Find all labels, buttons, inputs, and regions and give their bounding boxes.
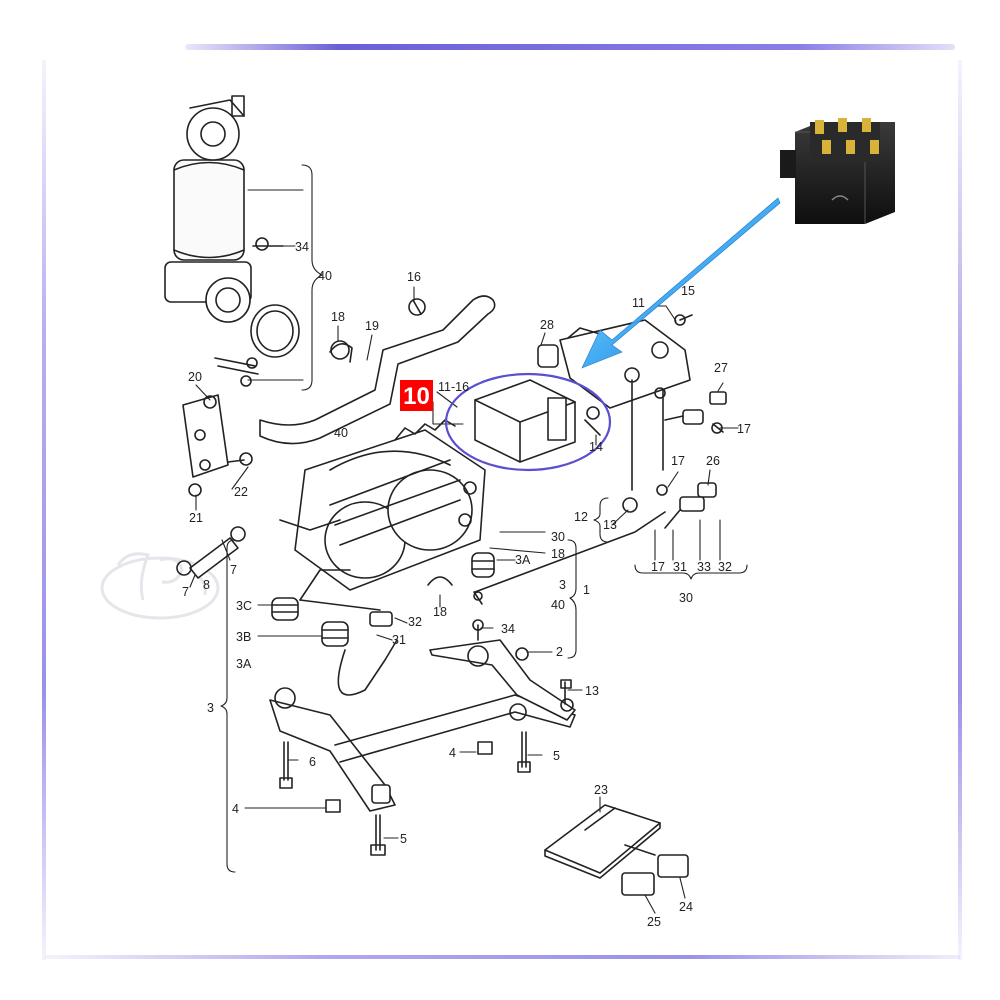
callout-18-b: 18 (551, 547, 565, 561)
callout-30: 30 (551, 530, 565, 544)
callout-17: 17 (737, 422, 751, 436)
callout-32-b: 32 (408, 615, 422, 629)
callout-labels: 34 40 16 18 19 28 11 15 20 11-16 40 14 2… (182, 240, 751, 929)
callout-31-b: 31 (392, 633, 406, 647)
callout-26: 26 (706, 454, 720, 468)
callout-15: 15 (681, 284, 695, 298)
highlight-circle (444, 372, 612, 472)
bolts (279, 619, 572, 856)
callout-28: 28 (540, 318, 554, 332)
control-unit (544, 804, 689, 896)
callout-30-b: 30 (679, 591, 693, 605)
callout-19: 19 (365, 319, 379, 333)
callout-27: 27 (714, 361, 728, 375)
callout-20: 20 (188, 370, 202, 384)
callout-11-16: 11-16 (438, 380, 469, 394)
frame-right-border (958, 60, 962, 960)
callout-40: 40 (318, 269, 332, 283)
callout-5: 5 (553, 749, 560, 763)
callout-1: 1 (583, 583, 590, 597)
callout-21: 21 (189, 511, 203, 525)
callout-3A: 3A (515, 553, 531, 567)
frame-bottom-border (45, 955, 960, 959)
callout-7-b: 7 (182, 585, 189, 599)
callout-8: 8 (203, 578, 210, 592)
highlight-label: 10 (403, 383, 430, 410)
callout-18-c: 18 (433, 605, 447, 619)
callout-23: 23 (594, 783, 608, 797)
callout-5-b: 5 (400, 832, 407, 846)
callout-40-b: 40 (334, 426, 348, 440)
mechanical-line-art (164, 95, 748, 914)
callout-6: 6 (309, 755, 316, 769)
callout-33: 33 (697, 560, 711, 574)
blue-pointer-arrow-icon (581, 197, 781, 369)
callout-3C: 3C (236, 599, 252, 613)
subframe (269, 639, 576, 812)
callout-13: 13 (603, 518, 617, 532)
callout-17-c: 17 (651, 560, 665, 574)
callout-18: 18 (331, 310, 345, 324)
callout-7: 7 (230, 563, 237, 577)
callout-4-b: 4 (232, 802, 239, 816)
callout-4: 4 (449, 746, 456, 760)
callout-14: 14 (589, 440, 603, 454)
mount-bracket-upper (537, 314, 693, 409)
compressor-unit (279, 419, 486, 601)
callout-25: 25 (647, 915, 661, 929)
right-sensors (474, 379, 727, 593)
callout-3: 3 (559, 578, 566, 592)
callout-40-c: 40 (551, 598, 565, 612)
rubber-bumpers (271, 552, 495, 647)
frame-top-border (185, 44, 955, 50)
strut-assembly (164, 95, 300, 387)
callout-34-b: 34 (501, 622, 515, 636)
callout-11: 11 (632, 296, 645, 310)
callout-34: 34 (295, 240, 309, 254)
callout-17-b: 17 (671, 454, 685, 468)
callout-3B: 3B (236, 630, 251, 644)
frame-left-border (42, 60, 46, 960)
bracket-20 (182, 394, 253, 497)
watermark-logo (100, 552, 220, 620)
valve-block-10 (474, 379, 601, 463)
highlight-label-box (400, 380, 433, 411)
leader-lines (189, 164, 748, 914)
callout-22: 22 (234, 485, 248, 499)
callout-31: 31 (673, 560, 687, 574)
callout-13-b: 13 (585, 684, 599, 698)
callout-32: 32 (718, 560, 732, 574)
callout-12: 12 (574, 510, 588, 524)
callout-2: 2 (556, 645, 563, 659)
callout-3-b: 3 (207, 701, 214, 715)
valve-block-product-photo-icon (780, 118, 895, 224)
callout-16: 16 (407, 270, 421, 284)
callout-3A-b: 3A (236, 657, 252, 671)
callout-24: 24 (679, 900, 693, 914)
